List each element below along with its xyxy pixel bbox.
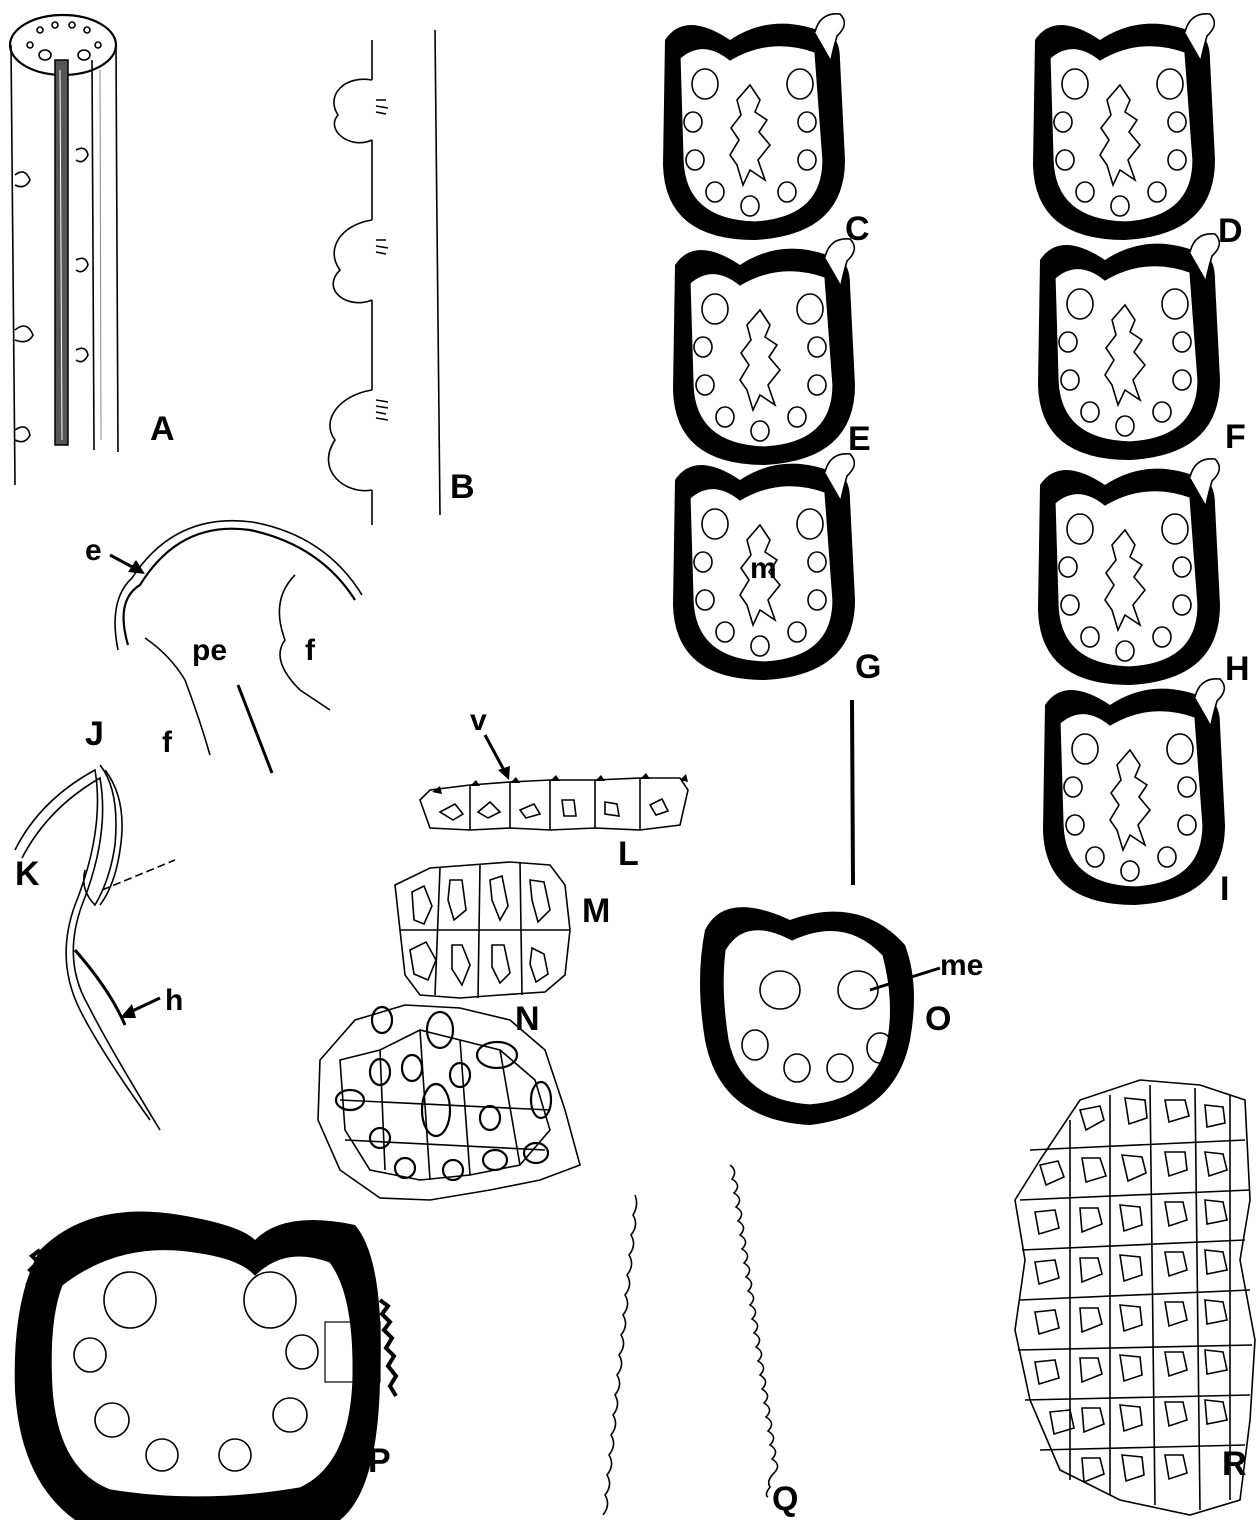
annotation-me: me xyxy=(940,949,983,982)
label-h: H xyxy=(1225,650,1250,688)
annotation-v: v xyxy=(470,704,487,737)
label-g: G xyxy=(855,648,881,686)
label-q: Q xyxy=(772,1480,798,1518)
label-m: M xyxy=(582,892,610,930)
label-k: K xyxy=(15,855,40,893)
panel-b-margin-outline xyxy=(328,30,440,525)
annotation-f-left: f xyxy=(162,726,173,759)
label-a: A xyxy=(150,410,175,448)
panel-n-cell-net xyxy=(318,1005,580,1200)
annotation-m: m xyxy=(750,552,777,585)
panel-k-leaf-outline xyxy=(15,765,175,1130)
label-l: L xyxy=(618,835,639,873)
panel-q-wavy-margins xyxy=(603,1165,778,1515)
panel-c-cross-section xyxy=(663,14,845,240)
arrow-h xyxy=(120,998,160,1018)
panel-e-cross-section xyxy=(673,239,855,465)
panel-l-cell-row xyxy=(420,773,688,830)
panel-r-cell-network xyxy=(1015,1080,1255,1515)
scale-bar xyxy=(852,700,853,885)
panel-d-cross-section xyxy=(1033,14,1215,240)
label-i: I xyxy=(1220,870,1229,908)
label-r: R xyxy=(1222,1445,1247,1483)
panel-i-cross-section xyxy=(1043,679,1225,905)
label-b: B xyxy=(450,468,475,506)
label-j: J xyxy=(85,715,104,753)
panel-h-cross-section xyxy=(1038,459,1220,685)
label-p: P xyxy=(368,1442,391,1480)
label-f: F xyxy=(1225,418,1246,456)
panel-f-cross-section xyxy=(1038,234,1220,460)
arrow-e xyxy=(110,555,145,574)
label-d: D xyxy=(1218,212,1243,250)
panel-o-cross-section xyxy=(700,907,914,1125)
panel-a-stem-segment xyxy=(10,15,118,485)
panel-j-apex-outline xyxy=(115,521,362,773)
panel-p-cross-section xyxy=(15,1212,396,1520)
annotation-h: h xyxy=(165,984,183,1017)
label-e: E xyxy=(848,420,871,458)
arrow-v xyxy=(485,735,510,780)
annotation-f-right: f xyxy=(305,634,316,667)
label-n: N xyxy=(515,1000,540,1038)
panel-m-cell-pattern xyxy=(395,862,570,998)
annotation-e: e xyxy=(85,534,102,567)
label-o: O xyxy=(925,1000,951,1038)
annotation-pe: pe xyxy=(192,634,227,667)
